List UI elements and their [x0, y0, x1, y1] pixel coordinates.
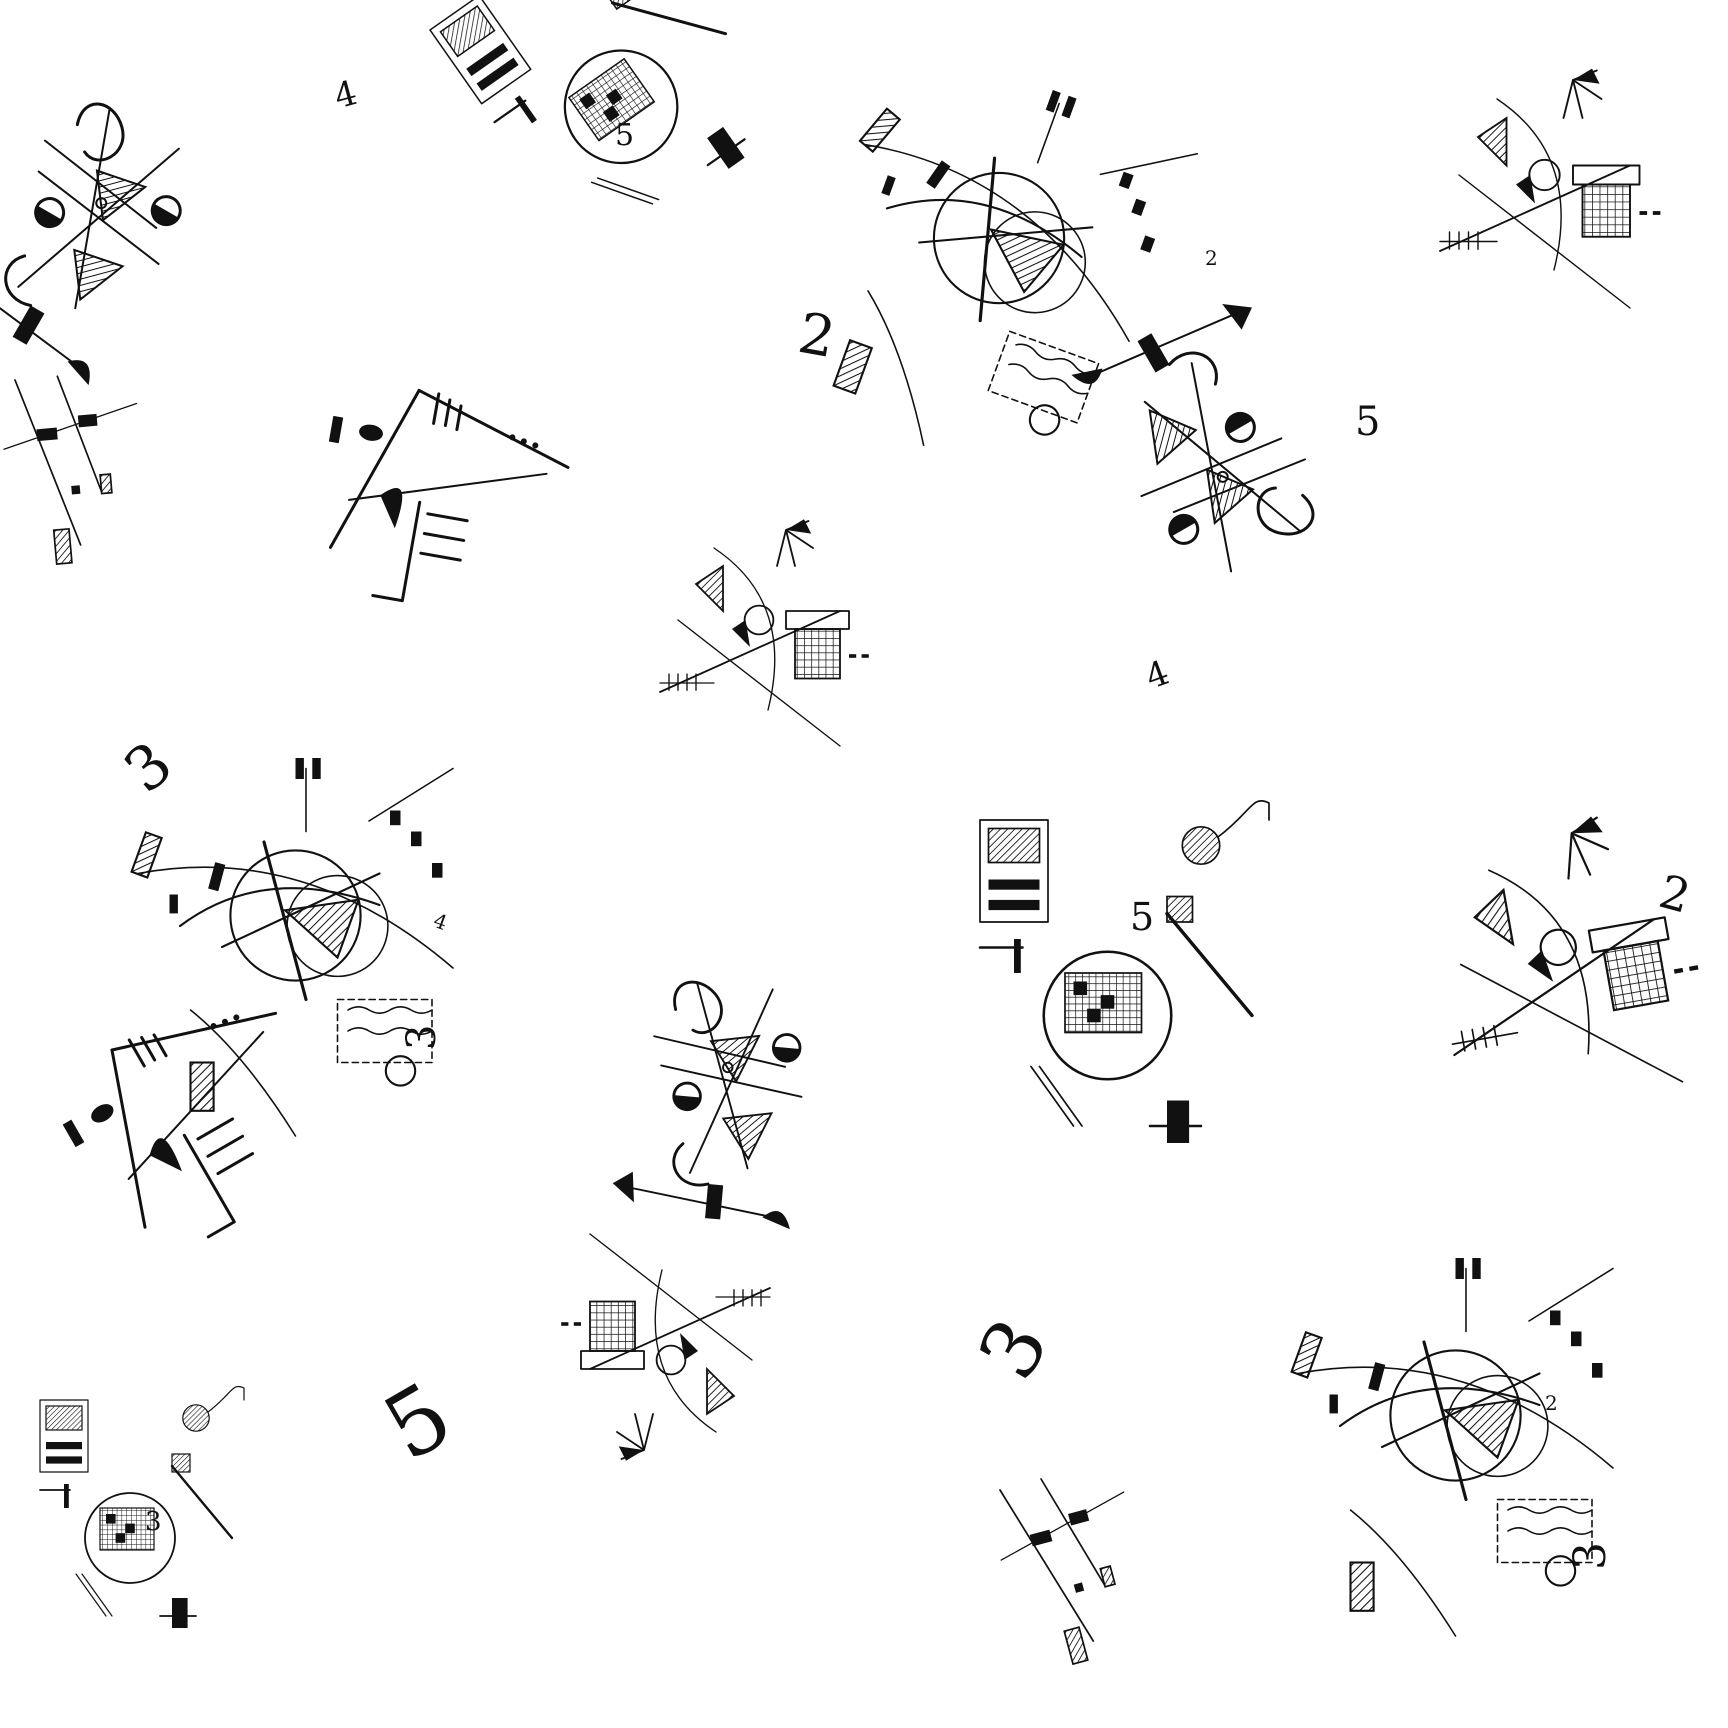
circle-grid-motif-2 — [978, 799, 1271, 1145]
numeral: 5 — [1355, 399, 1380, 445]
numeral: 2 — [794, 301, 840, 371]
compass-motif-2 — [129, 756, 455, 1138]
numeral: 4 — [330, 73, 361, 117]
circle-grid-motif-3 — [38, 1385, 246, 1630]
staff-motif — [0, 368, 151, 569]
numeral: 3 — [961, 1304, 1067, 1395]
grid-ray-motif — [1439, 67, 1662, 309]
staff-motif-2 — [982, 1458, 1165, 1676]
numeral: 2 — [1205, 246, 1218, 270]
grid-ray-motif-4 — [560, 1233, 771, 1462]
figure-motif — [0, 71, 216, 387]
angular-motif-2 — [41, 968, 358, 1274]
ray-motif-3 — [1416, 801, 1719, 1122]
numeral: 5 — [615, 118, 634, 153]
numeral: 3 — [112, 729, 186, 807]
numeral: 5 — [367, 1362, 469, 1482]
figure-motif-3 — [608, 975, 813, 1231]
compass-motif — [767, 32, 1203, 501]
numeral: 3 — [399, 1025, 445, 1050]
grid-ray-motif-2 — [659, 518, 870, 747]
figure-motif-2 — [1069, 278, 1363, 594]
circle-grid-motif — [418, 0, 804, 265]
numeral: 5 — [1130, 895, 1154, 939]
numeral: 2 — [1545, 1391, 1558, 1415]
numeral: 2 — [1654, 864, 1696, 924]
angular-motif — [302, 375, 579, 627]
numeral: 3 — [1565, 1542, 1616, 1570]
numeral: 3 — [145, 1507, 162, 1537]
compass-motif-3 — [1289, 1256, 1615, 1638]
numeral: 4 — [1140, 653, 1174, 698]
numeral: 4 — [430, 908, 450, 935]
